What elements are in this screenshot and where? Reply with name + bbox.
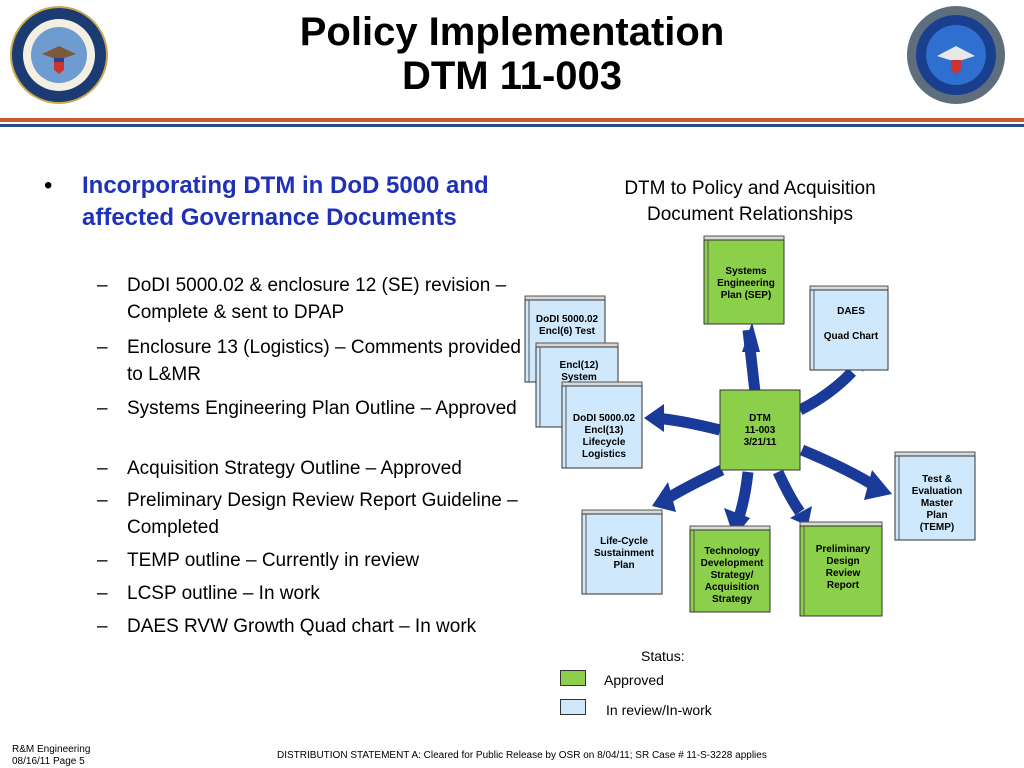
- legend-in-review-swatch: [560, 699, 586, 715]
- bullet-marker: •: [44, 172, 53, 199]
- doc-pdr-report-text: Design: [826, 556, 859, 567]
- diagram-title-line1: DTM to Policy and Acquisition: [624, 178, 876, 199]
- doc-tech-dev-strategy: TechnologyDevelopmentStrategy/Acquisitio…: [689, 525, 771, 613]
- doc-temp-box: [894, 455, 976, 541]
- legend-approved-swatch: [560, 670, 586, 686]
- doc-sep-text: Plan (SEP): [721, 290, 772, 301]
- doc-dtm-center-text: 3/21/11: [744, 437, 777, 448]
- legend-title: Status:: [641, 648, 685, 664]
- doc-encl13-logistics-text: Logistics: [582, 449, 626, 460]
- sub-bullet-8: DAES RVW Growth Quad chart – In work: [127, 616, 477, 637]
- arrow-to-temp-head: [864, 470, 892, 500]
- doc-pdr-report-text: Report: [827, 580, 860, 591]
- diagram-title-line2: Document Relationships: [647, 204, 853, 225]
- main-bullet: Incorporating DTM in DoD 5000 and affect…: [82, 172, 489, 231]
- sub-bullet-2: Enclosure 13 (Logistics) – Comments prov…: [127, 337, 521, 385]
- doc-sep-text: Engineering: [717, 278, 775, 289]
- arrow-to-encl13-head: [644, 404, 664, 432]
- doc-pdr-report-text: Preliminary: [816, 544, 871, 555]
- doc-tech-dev-strategy-text: Technology: [704, 546, 760, 557]
- footer-org: R&M Engineering: [12, 744, 91, 755]
- diagram-title: DTM to Policy and Acquisition Document R…: [580, 176, 920, 228]
- doc-temp-text: (TEMP): [920, 522, 954, 533]
- sub-bullet-dash: –: [97, 490, 108, 511]
- doc-dtm-center-box: [719, 389, 801, 471]
- legend-approved-label: Approved: [604, 672, 664, 688]
- footer-left: R&M Engineering 08/16/11 Page 5: [12, 744, 90, 768]
- doc-tech-dev-strategy-text: Strategy/: [711, 570, 754, 581]
- doc-encl13-logistics-text: DoDI 5000.02: [573, 413, 636, 424]
- doc-pdr-report-box: [799, 525, 883, 617]
- doc-encl13-logistics-box: [561, 385, 643, 469]
- sub-bullet-dash: –: [97, 458, 108, 479]
- sub-bullet-7: LCSP outline – In work: [127, 583, 320, 604]
- doc-temp-text: Plan: [926, 510, 947, 521]
- header-divider-orange: [0, 118, 1024, 122]
- sub-bullet-3: Systems Engineering Plan Outline – Appro…: [127, 398, 517, 419]
- doc-daes-box: [809, 289, 889, 371]
- doc-dtm-center-text: DTM: [749, 413, 771, 424]
- asd-rne-seal-icon: [907, 6, 1005, 104]
- arrow-to-temp: [799, 444, 881, 493]
- sub-bullet-dash: –: [97, 398, 108, 419]
- sub-bullet-1: DoDI 5000.02 & enclosure 12 (SE) revisio…: [127, 275, 507, 323]
- doc-tech-dev-strategy-text: Acquisition: [705, 582, 759, 593]
- doc-sep-box: [703, 239, 785, 325]
- doc-temp-text: Master: [921, 498, 953, 509]
- doc-lcsp-box: [581, 513, 663, 595]
- doc-sep-text: Systems: [725, 266, 767, 277]
- doc-lcsp-text: Plan: [613, 560, 634, 571]
- sub-bullet-6: TEMP outline – Currently in review: [127, 550, 420, 571]
- doc-lcsp-text: Sustainment: [594, 548, 655, 559]
- arrow-to-pdr-head: [790, 506, 812, 526]
- doc-daes: DAES Quad Chart: [809, 285, 889, 371]
- department-of-defense-seal-icon: [10, 6, 108, 104]
- doc-encl13-logistics-text: Encl(13): [585, 425, 624, 436]
- doc-tech-dev-strategy-text: Strategy: [712, 594, 752, 605]
- distribution-statement: DISTRIBUTION STATEMENT A: Cleared for Pu…: [277, 750, 767, 761]
- doc-temp-text: Test &: [922, 474, 952, 485]
- sub-bullet-dash: –: [97, 275, 108, 296]
- doc-encl12-system-eng-text: Encl(12): [560, 360, 599, 371]
- page-title-line2: DTM 11-003: [401, 54, 623, 98]
- arrow-to-tds: [732, 471, 754, 522]
- arrow-to-encl13: [654, 412, 722, 436]
- doc-encl6-test-text: DoDI 5000.02: [536, 314, 599, 325]
- footer-date-page: 08/16/11 Page 5: [12, 756, 85, 767]
- sub-bullet-dash: –: [97, 550, 108, 571]
- arrow-to-tds-head: [724, 508, 750, 538]
- doc-daes-text: Quad Chart: [824, 331, 879, 342]
- arrow-to-pdr: [773, 469, 805, 516]
- doc-encl13-logistics-text: Lifecycle: [583, 437, 626, 448]
- sub-bullet-5: Preliminary Design Review Report Guideli…: [127, 490, 518, 538]
- arrow-to-sep-head: [742, 322, 760, 352]
- header-divider-blue: [0, 124, 1024, 127]
- arrow-to-lcsp: [665, 465, 725, 503]
- sub-bullet-4: Acquisition Strategy Outline – Approved: [127, 458, 462, 479]
- doc-tech-dev-strategy-box: [689, 529, 771, 613]
- doc-encl6-test-text: Encl(6) Test: [539, 326, 596, 337]
- doc-dtm-center-text: 11-003: [745, 425, 776, 436]
- arrow-to-daes: [797, 368, 856, 415]
- doc-tech-dev-strategy-text: Development: [701, 558, 764, 569]
- sub-bullet-dash: –: [97, 337, 108, 358]
- sub-bullet-dash: –: [97, 583, 108, 604]
- sub-bullet-dash: –: [97, 616, 108, 637]
- doc-lcsp-text: Life-Cycle: [600, 536, 648, 547]
- page-title-line1: Policy Implementation: [299, 10, 725, 54]
- doc-temp-text: Evaluation: [912, 486, 963, 497]
- doc-encl12-system-eng-text: System: [561, 372, 597, 383]
- arrow-to-lcsp-head: [652, 482, 676, 512]
- doc-daes-text: DAES: [837, 306, 865, 317]
- legend-in-review-label: In review/In-work: [606, 702, 712, 718]
- doc-pdr-report-text: Review: [826, 568, 861, 579]
